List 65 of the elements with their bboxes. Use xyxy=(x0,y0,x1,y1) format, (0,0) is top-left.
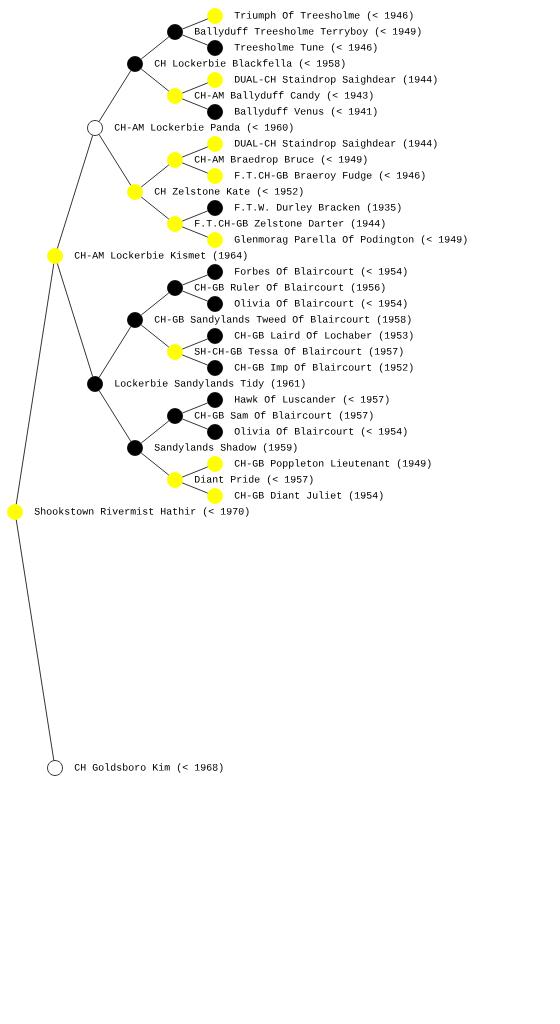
connector-line xyxy=(140,324,170,348)
name-label: CH-GB Ruler Of Blaircourt (1956) xyxy=(194,283,385,293)
name-label: Sandylands Shadow (1959) xyxy=(154,443,297,453)
name-label: F.T.W. Durley Bracken (1935) xyxy=(235,203,401,213)
connector-line xyxy=(140,164,170,188)
name-label: CH-GB Poppleton Lieutenant (1949) xyxy=(234,459,431,469)
connector-line xyxy=(181,290,209,302)
connector-line xyxy=(181,226,209,238)
name-label: CH-GB Imp Of Blaircourt (1952) xyxy=(234,363,413,373)
connector-line xyxy=(98,390,132,442)
name-label: CH Zelstone Kate (< 1952) xyxy=(154,187,303,197)
name-label: CH-GB Sandylands Tweed Of Blaircourt (1958) xyxy=(154,315,411,325)
name-label: Diant Pride (< 1957) xyxy=(195,475,313,485)
connector-line xyxy=(140,452,170,476)
name-label: Forbes Of Blaircourt (< 1954) xyxy=(235,267,407,277)
name-label: Lockerbie Sandylands Tidy (1961) xyxy=(115,379,305,389)
name-label: CH-GB Diant Juliet (1954) xyxy=(234,491,383,501)
connector-line xyxy=(181,162,209,174)
name-label: Shookstown Rivermist Hathir (< 1970) xyxy=(34,507,249,517)
connector-line xyxy=(56,135,94,249)
connector-line xyxy=(140,292,170,316)
name-label: CH Lockerbie Blackfella (< 1958) xyxy=(154,59,345,69)
connector-line xyxy=(98,70,132,122)
name-label: CH-AM Lockerbie Kismet (1964) xyxy=(74,251,247,261)
name-label: Ballyduff Treesholme Terryboy (< 1949) xyxy=(195,27,421,37)
connector-line xyxy=(15,263,55,505)
connector-line xyxy=(98,326,132,378)
name-label: CH-AM Lockerbie Panda (< 1960) xyxy=(114,123,293,133)
name-label: CH-AM Braedrop Bruce (< 1949) xyxy=(194,155,367,165)
connector-line xyxy=(98,134,132,186)
connector-line xyxy=(181,466,209,478)
name-label: CH Goldsboro Kim (< 1968) xyxy=(74,763,223,773)
connector-line xyxy=(181,146,209,158)
connector-line xyxy=(181,18,209,30)
connector-line xyxy=(56,263,94,377)
name-label: CH-GB Sam Of Blaircourt (1957) xyxy=(194,411,373,421)
connector-line xyxy=(181,338,209,350)
name-label: CH-GB Laird Of Lochaber (1953) xyxy=(234,331,413,341)
connector-line xyxy=(181,34,209,46)
name-label: DUAL-CH Staindrop Saighdear (1944) xyxy=(235,139,437,149)
name-label: F.T.CH-GB Braeroy Fudge (< 1946) xyxy=(235,171,425,181)
connector-line xyxy=(181,418,209,430)
connector-line xyxy=(140,36,170,60)
connector-line xyxy=(140,420,170,444)
name-label: Glenmorag Parella Of Podington (< 1949) xyxy=(234,235,467,245)
connector-line xyxy=(181,210,209,222)
connector-line xyxy=(15,519,55,761)
name-label: Olivia Of Blaircourt (< 1954) xyxy=(234,427,407,437)
name-label: Treesholme Tune (< 1946) xyxy=(234,43,377,53)
name-label: F.T.CH-GB Zelstone Darter (1944) xyxy=(195,219,385,229)
name-label: Triumph Of Treesholme (< 1946) xyxy=(234,11,413,21)
connector-line xyxy=(181,98,209,110)
connector-line xyxy=(181,274,209,286)
name-label: Olivia Of Blaircourt (< 1954) xyxy=(234,299,407,309)
connector-line xyxy=(140,68,170,92)
name-label: SH-CH-GB Tessa Of Blaircourt (1957) xyxy=(194,347,403,357)
connector-line xyxy=(181,482,209,494)
name-label: Ballyduff Venus (< 1941) xyxy=(235,107,377,117)
connector-line xyxy=(140,196,170,220)
name-label: Hawk Of Luscander (< 1957) xyxy=(235,395,389,405)
name-label: CH-AM Ballyduff Candy (< 1943) xyxy=(194,91,373,101)
connector-line xyxy=(181,402,209,414)
connector-line xyxy=(181,354,209,366)
name-label: DUAL-CH Staindrop Saighdear (1944) xyxy=(235,75,437,85)
connector-line xyxy=(181,82,209,94)
